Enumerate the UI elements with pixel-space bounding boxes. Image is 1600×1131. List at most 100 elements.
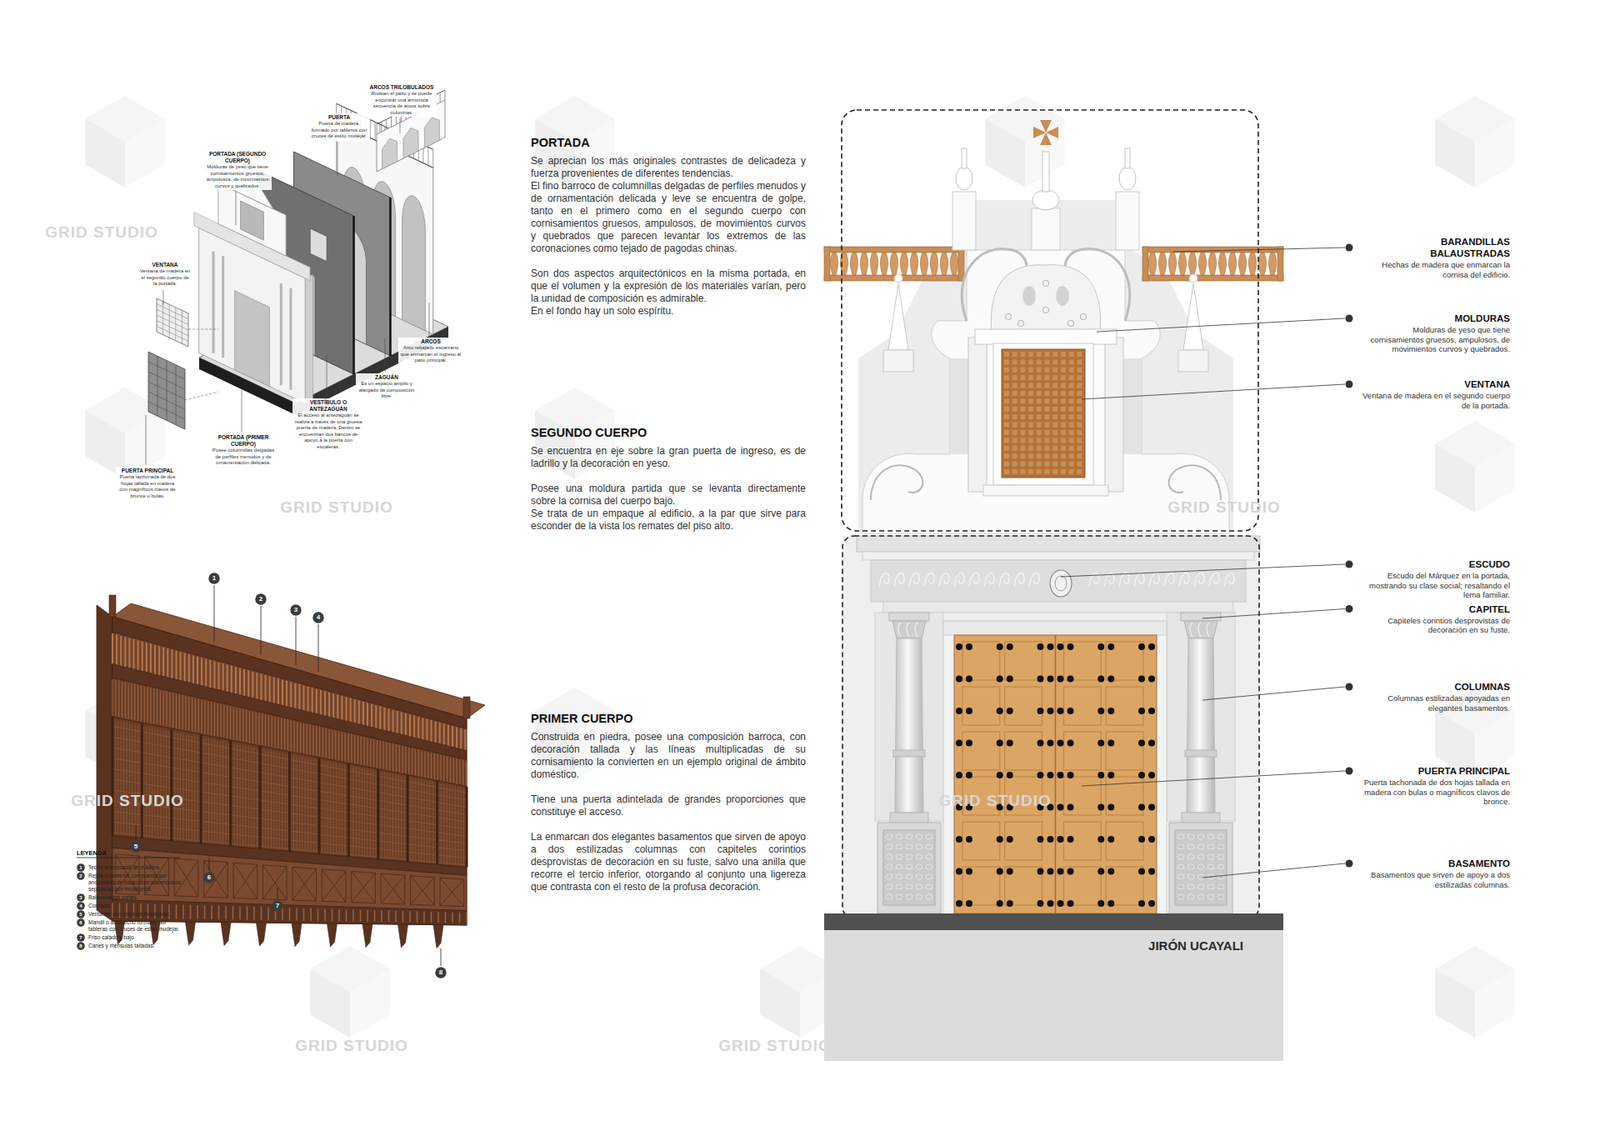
door-panel: [1005, 641, 1043, 680]
balcony-baluster: [141, 641, 144, 672]
balcony-baluster: [358, 700, 360, 725]
text-group: PRIMER CUERPOConstruida en piedra, posee…: [530, 710, 806, 894]
pedestal-ornament: [925, 844, 933, 850]
door-stud: [1006, 707, 1014, 715]
window-lattice: [1012, 398, 1018, 404]
lattice-bar: [160, 690, 161, 725]
door-stud: [1067, 643, 1075, 650]
balcony-front: [112, 616, 467, 925]
part-text: Ventana de madera en el segundo cuerpo d…: [139, 268, 191, 288]
legend-row: Friso calado y bajo.: [76, 934, 185, 941]
window-lattice: [1020, 383, 1025, 389]
door-stud: [1148, 675, 1155, 683]
lattice-bar: [440, 755, 441, 781]
window-lattice: [1045, 383, 1050, 389]
window-lattice: [1012, 406, 1018, 412]
baluster: [920, 252, 928, 275]
lattice-bar: [430, 752, 432, 779]
frieze-cut: [175, 904, 178, 919]
wall-edge: [352, 215, 355, 375]
lattice-bar: [233, 706, 235, 740]
text-group: GRID STUDIO: [268, 1036, 435, 1055]
callout-number: 7: [79, 935, 82, 940]
door-stud: [996, 771, 1004, 779]
balcony-baluster: [243, 669, 245, 696]
lattice-bar: [185, 695, 186, 730]
pedestal-ornament: [915, 894, 923, 900]
window-lattice: [1028, 406, 1034, 412]
lattice-bar: [364, 737, 365, 766]
balcony-baluster: [239, 668, 241, 695]
window-lattice: [1076, 422, 1082, 428]
mandil-panel: [263, 865, 288, 900]
lattice-bar: [277, 717, 279, 749]
balcony-baluster: [464, 729, 466, 750]
balcony-baluster: [115, 634, 118, 665]
pedestal-ornament: [915, 844, 923, 850]
crest-ornament: [1043, 307, 1050, 314]
window-lattice: [1069, 406, 1075, 412]
window-lattice: [1069, 390, 1075, 396]
balcony-baluster: [315, 689, 318, 715]
mandil-panel: [174, 858, 199, 897]
pedestal-ornament: [1217, 884, 1225, 890]
door-stud: [1148, 707, 1155, 715]
door-stud: [1097, 771, 1105, 779]
text-group: PORTADA (PRIMER CUERPO)Posee columnillas…: [209, 433, 278, 468]
balcony-baluster: [273, 677, 275, 704]
circle-fill: [203, 871, 215, 883]
callout-heading: ESCUDO: [1360, 558, 1510, 570]
balcony-baluster: [290, 681, 292, 708]
frieze-ornament: [969, 572, 980, 587]
lattice-bar: [312, 725, 314, 755]
door-stud: [1097, 707, 1105, 715]
window-lattice: [1045, 367, 1050, 373]
door-stud: [1047, 675, 1055, 683]
cornice-band: [862, 551, 1255, 560]
window-lattice: [1012, 367, 1018, 373]
door-stud: [1148, 740, 1155, 747]
mandil-cross: [292, 866, 317, 901]
section-heading: PORTADA: [530, 135, 806, 150]
watermark: GRID STUDIO: [44, 791, 211, 810]
balcony-baluster: [166, 648, 169, 678]
text-group: CAPITELCapiteles corintios desprovistas …: [1360, 603, 1510, 635]
lattice-bar: [284, 718, 285, 750]
door-stud: [1006, 868, 1014, 875]
pedestal-ornament: [1217, 854, 1225, 860]
balcony-baluster: [345, 696, 348, 721]
window-lattice: [1004, 422, 1010, 428]
explode-line: [185, 391, 219, 400]
text-group: GRID STUDIO: [18, 223, 185, 242]
window-lattice: [1052, 367, 1058, 373]
frieze-ornament: [894, 572, 905, 587]
logo-face: [125, 119, 165, 189]
door-stud: [1067, 675, 1075, 683]
door-stud: [965, 675, 973, 683]
window-lattice: [1052, 437, 1058, 443]
pedestal: [1169, 822, 1233, 914]
window-lattice: [1076, 453, 1082, 459]
frieze-cut: [324, 908, 326, 921]
leader-dot: [1345, 683, 1354, 691]
text-group: GRID STUDIO: [1140, 498, 1308, 517]
mandil-cross: [410, 875, 435, 906]
lattice-bar: [165, 691, 167, 727]
capital: [1184, 620, 1218, 639]
callout-number: 2: [259, 595, 263, 603]
mandil-panel: [410, 875, 435, 906]
leader-line: [429, 302, 430, 336]
column-base: [890, 812, 929, 823]
pedestal-ornament: [1177, 844, 1185, 850]
obelisk-base: [883, 350, 914, 372]
frieze-ornament: [909, 572, 920, 587]
mandil-cross: [380, 875, 405, 904]
door-stud: [965, 643, 973, 650]
text-group: PUERTAPuerta de madera, formado por tabl…: [308, 113, 370, 141]
balcony-baluster: [133, 639, 135, 670]
mandil-cross: [440, 879, 465, 905]
lattice-bar: [347, 733, 349, 762]
pedestal-ornament: [895, 864, 903, 870]
leader-line: [440, 948, 442, 966]
door-stud: [955, 675, 963, 683]
